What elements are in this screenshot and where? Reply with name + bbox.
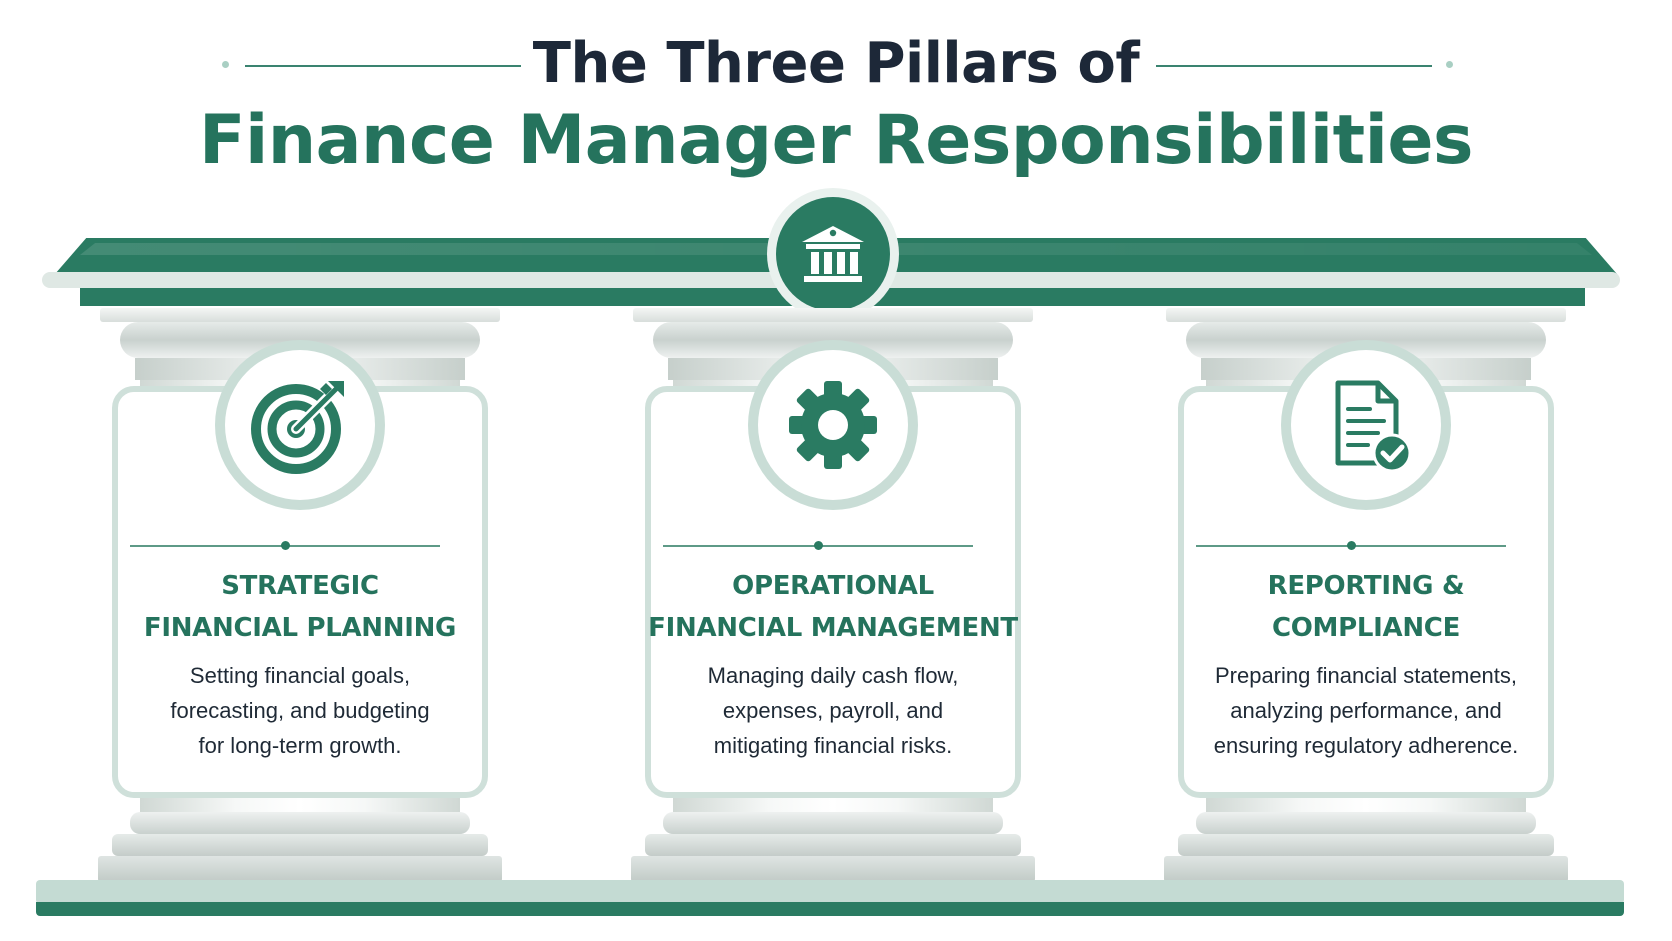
pillar-reporting: REPORTING & COMPLIANCE Preparing financi… — [1156, 300, 1576, 882]
stylobate-base — [36, 902, 1624, 916]
pillar-description-line: forecasting, and budgeting — [170, 698, 430, 723]
title-line-2: Finance Manager Responsibilities — [199, 101, 1473, 180]
pillar-description-line: mitigating financial risks. — [713, 733, 953, 758]
roof-emblem-disc — [776, 197, 890, 311]
pillar-foot-mid — [1178, 834, 1554, 856]
pillar-title-line: FINANCIAL PLANNING — [143, 613, 457, 643]
pillar-capital-slab — [1166, 308, 1566, 322]
pillar-icon-disc — [758, 350, 908, 500]
pillar-description-line: analyzing performance, and — [1230, 698, 1502, 723]
pillar-description-line: Preparing financial statements, — [1214, 663, 1518, 688]
pillar-plinth — [98, 856, 502, 882]
pillar-icon-ring — [1281, 340, 1451, 510]
pillar-description: Managing daily cash flow, expenses, payr… — [623, 658, 1043, 763]
pillar-icon-ring — [215, 340, 385, 510]
pillar-description-line: Setting financial goals, — [189, 663, 411, 688]
pillar-title-line: STRATEGIC — [221, 571, 379, 601]
pillar-operational: OPERATIONAL FINANCIAL MANAGEMENT Managin… — [623, 300, 1043, 882]
roof-emblem — [767, 188, 899, 320]
pillar-foot-mid — [112, 834, 488, 856]
pillar-title-line: OPERATIONAL — [732, 571, 934, 601]
pillar-icon-disc — [1291, 350, 1441, 500]
pillar-title-line: FINANCIAL MANAGEMENT — [648, 613, 1018, 643]
pillar-description: Setting financial goals, forecasting, an… — [90, 658, 510, 763]
document-check-icon — [1335, 380, 1412, 473]
pillar-foot-ring — [130, 812, 470, 834]
pillar-divider-dot — [814, 541, 823, 550]
pillar-description-line: ensuring regulatory adherence. — [1213, 733, 1519, 758]
pillar-capital-slab — [633, 308, 1033, 322]
pillar-capital-slab — [100, 308, 500, 322]
pillar-description-line: expenses, payroll, and — [722, 698, 944, 723]
pillar-icon-ring — [748, 340, 918, 510]
title-right-dot — [1446, 61, 1453, 68]
title-left-rule — [245, 65, 521, 67]
title-left-dot — [222, 61, 229, 68]
pillar-title: OPERATIONAL FINANCIAL MANAGEMENT — [623, 565, 1043, 649]
pillar-foot-ring — [663, 812, 1003, 834]
target-icon — [251, 381, 344, 474]
pillar-strategic: STRATEGIC FINANCIAL PLANNING Setting fin… — [90, 300, 510, 882]
pillar-title: REPORTING & COMPLIANCE — [1156, 565, 1576, 649]
stylobate-top — [36, 880, 1624, 904]
bank-icon — [802, 226, 864, 282]
pillar-divider-dot — [281, 541, 290, 550]
pillar-title-line: REPORTING & — [1267, 571, 1465, 601]
title-line-1: The Three Pillars of — [532, 31, 1140, 96]
gear-icon — [789, 381, 877, 469]
pillar-title-line: COMPLIANCE — [1271, 613, 1461, 643]
pillar-icon-disc — [225, 350, 375, 500]
pillar-foot-mid — [645, 834, 1021, 856]
pillar-foot-ring — [1196, 812, 1536, 834]
pillar-description-line: for long-term growth. — [198, 733, 402, 758]
pillar-title: STRATEGIC FINANCIAL PLANNING — [90, 565, 510, 649]
pillar-plinth — [1164, 856, 1568, 882]
pillar-divider-dot — [1347, 541, 1356, 550]
title-right-rule — [1156, 65, 1432, 67]
pillar-plinth — [631, 856, 1035, 882]
pillar-description-line: Managing daily cash flow, — [707, 663, 959, 688]
pillar-description: Preparing financial statements, analyzin… — [1156, 658, 1576, 763]
